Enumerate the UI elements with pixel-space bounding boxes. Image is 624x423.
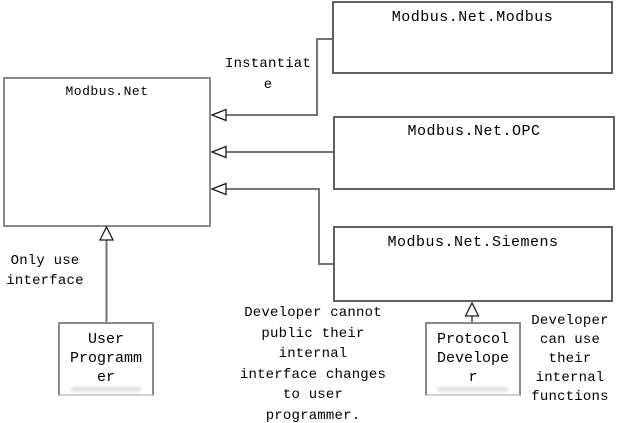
label-only-use-interface: Only use interface — [4, 251, 86, 291]
developer-cannot-line-1: Developer cannot — [244, 305, 382, 321]
box-modbus-net-siemens-title: Modbus.Net.Siemens — [387, 234, 559, 251]
only-use-line-2: interface — [6, 273, 84, 289]
box-modbus-net-siemens: Modbus.Net.Siemens — [333, 226, 613, 302]
connector-siemens-to-core — [226, 188, 333, 265]
protocol-developer-line-2: Develope — [436, 350, 509, 367]
box-modbus-net-modbus: Modbus.Net.Modbus — [332, 1, 613, 74]
user-programmer-line-2: Programm — [69, 350, 142, 367]
clipped-text-smudge — [71, 387, 141, 392]
box-protocol-developer: Protocol Develope r — [425, 322, 521, 396]
instantiate-line-2: e — [263, 77, 273, 93]
developer-can-line-4: internal — [535, 370, 605, 386]
arrowhead-up-protocol — [464, 301, 480, 317]
protocol-developer-line-1: Protocol — [436, 331, 509, 348]
box-modbus-net-title: Modbus.Net — [65, 84, 149, 99]
label-developer-can: Developer can use their internal functio… — [526, 312, 614, 407]
user-programmer-line-3: er — [96, 369, 115, 386]
box-modbus-net-opc-title: Modbus.Net.OPC — [407, 123, 541, 140]
user-programmer-line-1: User — [87, 331, 124, 348]
developer-cannot-line-5: to user — [282, 387, 344, 403]
arrowhead-left-modbus — [210, 108, 227, 122]
box-modbus-net-opc: Modbus.Net.OPC — [333, 116, 615, 190]
developer-cannot-line-6: programmer. — [265, 407, 361, 423]
developer-cannot-line-4: interface changes — [239, 366, 387, 383]
developer-can-line-2: can use — [539, 332, 601, 348]
protocol-developer-line-3: r — [468, 369, 478, 386]
developer-can-line-1: Developer — [531, 313, 609, 329]
clipped-text-smudge — [438, 387, 508, 392]
label-instantiate: Instantiat e — [213, 54, 323, 96]
only-use-line-1: Only use — [10, 253, 80, 269]
label-developer-cannot: Developer cannot public their internal i… — [228, 303, 398, 423]
box-user-programmer: User Programm er — [58, 322, 154, 396]
arrowhead-up-user — [98, 225, 115, 241]
box-modbus-net: Modbus.Net — [3, 77, 211, 227]
instantiate-line-1: Instantiat — [224, 56, 311, 72]
box-modbus-net-modbus-title: Modbus.Net.Modbus — [391, 9, 554, 26]
arrowhead-left-opc — [210, 145, 227, 159]
developer-cannot-line-2: public their — [261, 325, 365, 342]
arrowhead-left-siemens — [210, 182, 227, 196]
developer-can-line-3: their — [548, 351, 592, 367]
developer-cannot-line-3: internal — [278, 346, 348, 362]
developer-can-line-5: functions — [531, 389, 609, 405]
